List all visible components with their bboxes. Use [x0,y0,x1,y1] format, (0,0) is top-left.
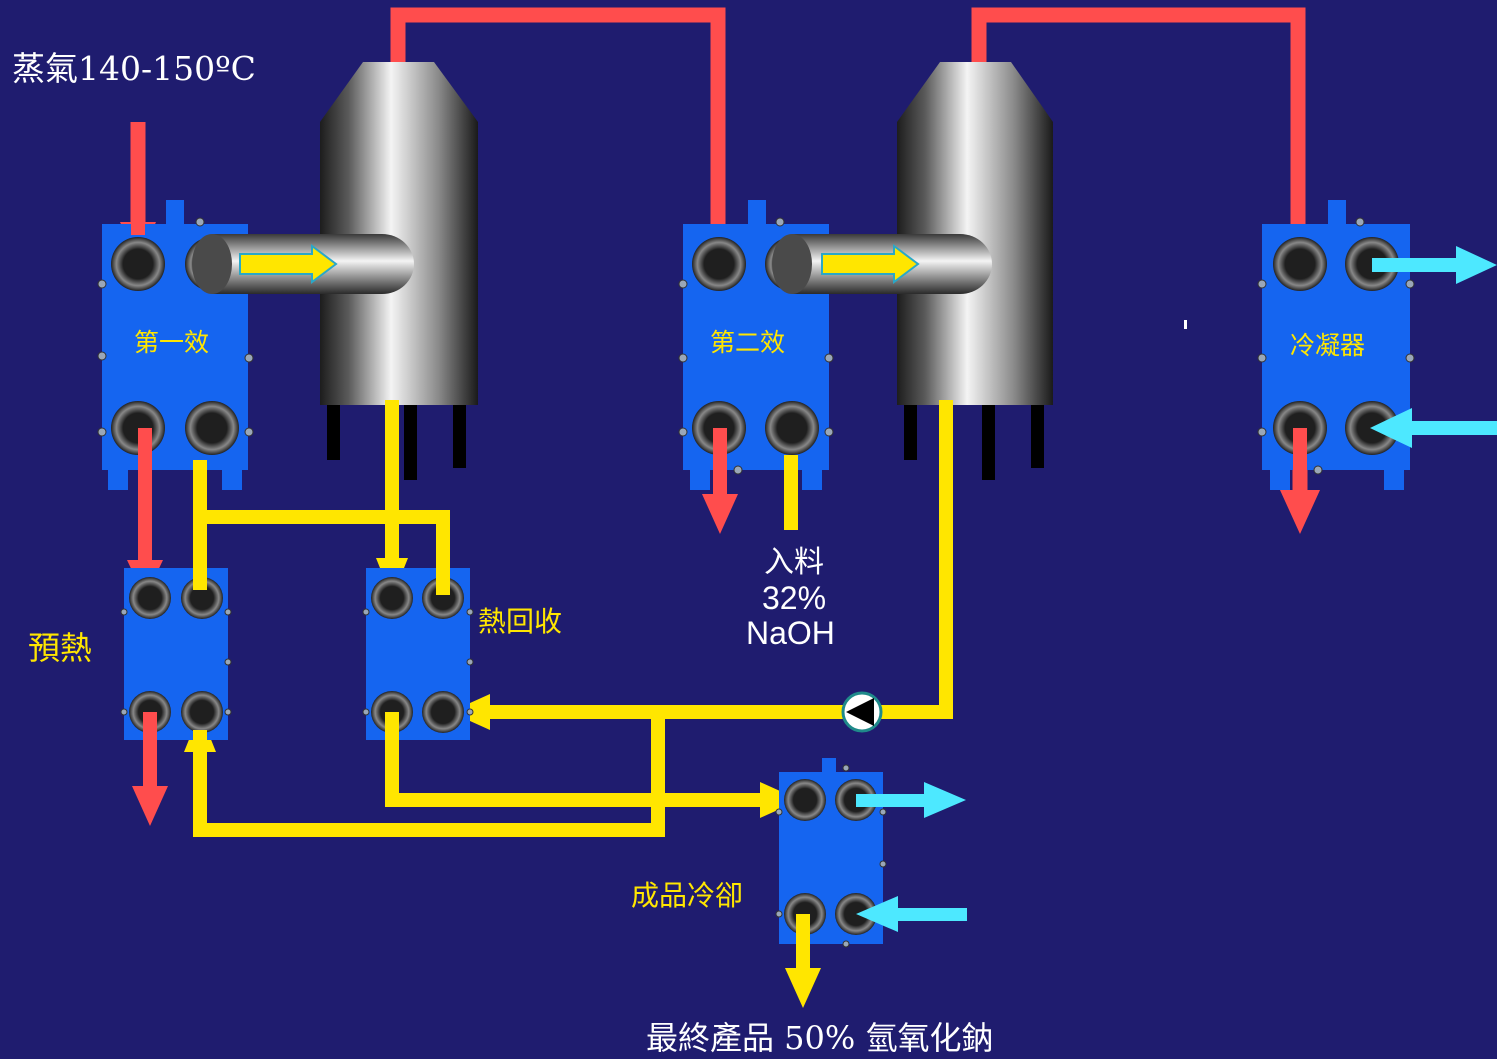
heat-exchanger-effect2 [683,200,829,490]
preheat-label: 預熱 [28,629,93,667]
flow-arrow-icon [785,968,821,1008]
heat-exchanger-preheat [124,568,228,740]
product-cooling-label: 成品冷卻 [631,879,744,912]
effect2-label: 第二效 [710,328,786,357]
flow-arrow-icon [821,244,920,284]
flow-arrow-icon [1370,408,1412,448]
exchanger-bolts [97,217,1415,948]
flow-arrow-icon [132,786,168,826]
feed-chemical: NaOH [746,615,835,651]
steam-label: 蒸氣140-150ºC [12,49,256,88]
condenser-label: 冷凝器 [1290,331,1366,360]
marker-tick [1184,320,1187,329]
process-line-overlays [193,455,810,975]
flow-arrow-icon [856,896,898,932]
heat-exchanger-heat-recovery [366,568,470,740]
flow-arrow-icon [924,782,966,818]
feed-label: 入料 [764,545,824,580]
flow-arrow-icon [702,494,738,534]
final-product-label: 最終產品 50% 氫氧化鈉 [646,1019,994,1057]
cooling-water-lines [856,246,1497,932]
flow-arrow-icon [1280,490,1320,534]
separator-vessel-1 [320,62,478,480]
vapor-tube-2 [772,234,992,294]
steam-line-overlays [131,130,1307,790]
flow-arrow-icon [1456,246,1497,284]
pump-icon [841,691,883,733]
flow-arrow-icon [239,244,338,284]
heat-recovery-label: 熱回收 [478,605,563,638]
effect1-label: 第一效 [134,328,210,357]
vapor-tube-1 [192,234,414,294]
feed-concentration: 32% [762,580,827,616]
